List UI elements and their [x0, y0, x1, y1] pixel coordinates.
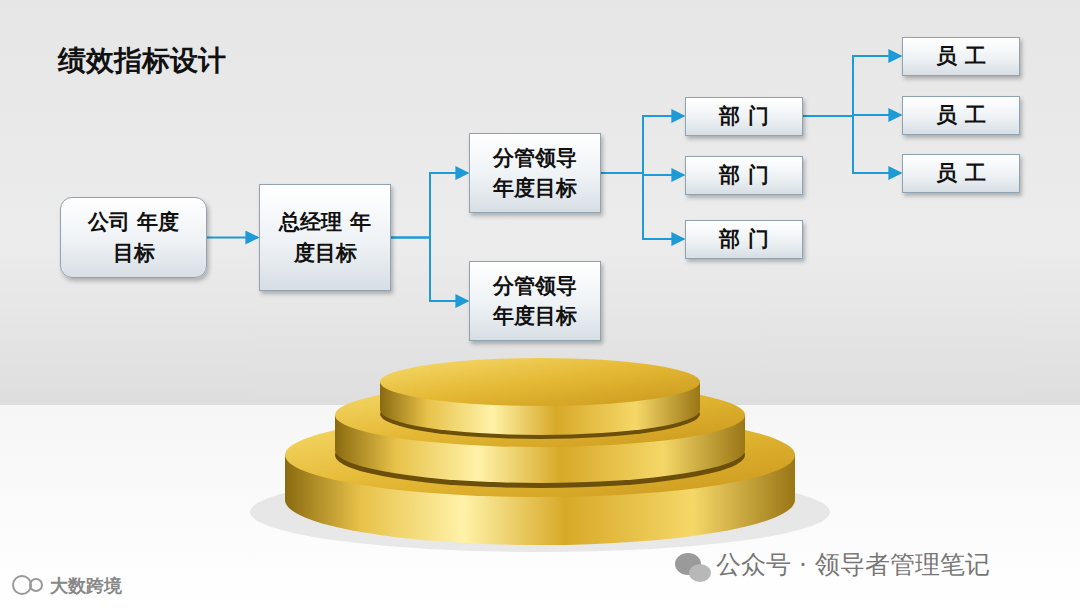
diagram-title: 绩效指标设计 [58, 42, 226, 80]
goal-box: 分管领导 年度目标 [469, 261, 601, 341]
box-label: 员 工 [930, 41, 991, 71]
box-label: 分管领导 年度目标 [474, 271, 596, 332]
goal-box: 部 门 [685, 220, 803, 259]
watermark: 公众号 · 领导者管理笔记 [716, 548, 990, 581]
goal-box: 公司 年度目标 [60, 197, 207, 278]
flow-arrow [391, 238, 468, 302]
box-label: 部 门 [713, 160, 774, 190]
goal-box: 员 工 [902, 96, 1020, 135]
box-label: 部 门 [713, 101, 774, 131]
box-label: 部 门 [713, 224, 774, 254]
flow-arrow [207, 237, 258, 239]
flow-arrow [803, 116, 901, 173]
goal-box: 总经理 年度目标 [259, 184, 391, 291]
box-label: 总经理 年度目标 [264, 207, 386, 268]
goal-box: 部 门 [685, 97, 803, 136]
goal-box: 分管领导 年度目标 [469, 133, 601, 213]
box-label: 员 工 [930, 100, 991, 130]
goal-box: 部 门 [685, 156, 803, 195]
box-label: 员 工 [930, 158, 991, 188]
flow-arrow [391, 173, 468, 238]
flow-arrow [601, 116, 684, 173]
goal-box: 员 工 [902, 154, 1020, 193]
flow-arrow [601, 173, 684, 239]
box-label: 公司 年度目标 [73, 207, 195, 268]
goal-box: 员 工 [902, 37, 1020, 76]
watermark: 大数跨境 [50, 574, 122, 598]
flow-arrow [803, 56, 901, 116]
box-label: 分管领导 年度目标 [474, 143, 596, 204]
